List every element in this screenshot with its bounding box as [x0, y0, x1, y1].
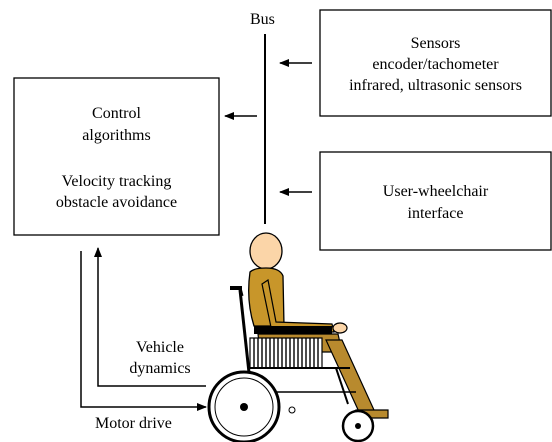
control-line-1: Velocity tracking: [61, 173, 172, 190]
interface-line-1: User-wheelchair: [382, 183, 489, 200]
control-title-2: algorithms: [82, 127, 151, 144]
motor-drive-arrow: [80, 251, 207, 411]
vehicle-dynamics-label-1: Vehicle: [136, 339, 184, 356]
interface-line-2: interface: [407, 205, 464, 222]
sensors-line-2: infrared, ultrasonic sensors: [349, 77, 522, 94]
control-line-2: obstacle avoidance: [55, 194, 178, 211]
control-box: [13, 77, 220, 236]
interface-box: [319, 151, 552, 251]
motor-drive-label: Motor drive: [95, 415, 172, 432]
vehicle-dynamics-label-2: dynamics: [129, 360, 191, 377]
sensors-title: Sensors: [410, 35, 461, 52]
control-title-1: Control: [92, 105, 141, 122]
bus-label: Bus: [250, 11, 275, 28]
vehicle-dynamics-arrow: [94, 247, 206, 387]
wheelchair-user-icon: [207, 232, 389, 442]
sensors-line-1: encoder/tachometer: [372, 56, 499, 73]
sensors-box: [319, 9, 552, 117]
